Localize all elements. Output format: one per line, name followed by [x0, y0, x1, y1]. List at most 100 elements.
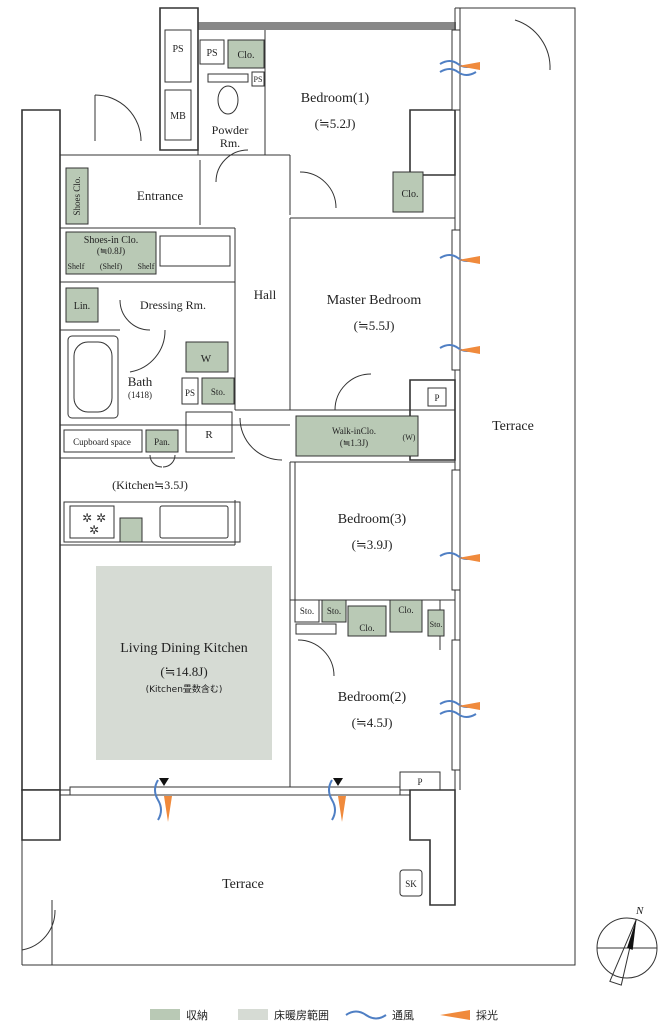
r-label: R [205, 429, 213, 441]
ldk-size: (≒14.8J) [160, 664, 207, 679]
master-bedroom-size: (≒5.5J) [354, 318, 395, 333]
fridge-space [185, 411, 233, 453]
bedroom2-closet [389, 599, 423, 633]
burner-icons: ✲ ✲ ✲ [82, 511, 106, 537]
lin-label: Lin. [74, 301, 90, 312]
compass-north-label: N [635, 905, 644, 917]
fixtures [63, 29, 447, 897]
storage-a-box [294, 599, 320, 623]
kitchen-counter [63, 501, 241, 543]
kitchen-counter-storage [119, 517, 143, 543]
airflow-light-markers [154, 60, 480, 822]
shoes-clo-label: Shoes Clo. [72, 176, 82, 215]
svg-text:✲: ✲ [82, 511, 92, 525]
bedroom1-name: Bedroom(1) [301, 91, 370, 106]
w-label: W [201, 353, 212, 365]
ps-small-box [199, 39, 225, 65]
legend-daylight-icon [440, 1010, 470, 1020]
cupboard-label: Cupboard space [73, 437, 131, 447]
floor-heating-area [96, 566, 272, 760]
toilet [217, 85, 239, 115]
p-bed2-label: P [417, 777, 422, 787]
ps-top-label: PS [172, 44, 183, 55]
ldk-note: (Kitchen畳数含む) [146, 683, 223, 695]
kitchen-sink [159, 505, 229, 539]
vanity [159, 235, 231, 267]
clo-b2-label: Clo. [398, 605, 413, 615]
sk-label: SK [405, 879, 417, 889]
legend-floor-swatch [238, 1009, 268, 1020]
dressing-name: Dressing Rm. [140, 298, 206, 312]
compass [596, 917, 658, 986]
cupboard-space [63, 429, 143, 453]
clo-bed1-side-label: Clo. [402, 189, 419, 200]
toilet-tank [207, 73, 249, 83]
bedroom1-side-closet [392, 171, 424, 213]
legend-floor-label: 床暖房範囲 [274, 1008, 329, 1022]
exterior-walls [21, 7, 461, 906]
washer-space [185, 341, 229, 373]
interior-walls [60, 30, 455, 790]
storage-b [321, 599, 347, 623]
sto-c-label: Sto. [430, 620, 443, 629]
terrace-bottom-name: Terrace [222, 877, 264, 892]
shoes-in-closet [65, 231, 157, 275]
legend-ventilation-label: 通風 [392, 1009, 414, 1022]
entrance-name: Entrance [137, 188, 183, 203]
bathtub [67, 335, 119, 419]
bath-storage [201, 377, 235, 405]
terrace-boundary [21, 7, 576, 966]
shelf-right-label: Shelf [138, 262, 155, 271]
mb-label: MB [170, 111, 186, 122]
shoes-in-size-label: (≒0.8J) [97, 246, 125, 256]
walkin-w-label: (W) [403, 433, 416, 442]
shelf-left-label: Shelf [68, 262, 85, 271]
legend-storage-label: 収納 [186, 1009, 208, 1022]
legend [150, 1009, 470, 1020]
svg-text:✲: ✲ [89, 523, 99, 537]
pantry [145, 429, 179, 453]
p-master-label: P [434, 393, 439, 403]
shelf-mid-label: (Shelf) [100, 262, 123, 271]
legend-storage-swatch [150, 1009, 180, 1020]
shoes-in-clo-label: Shoes-in Clo. [84, 235, 138, 246]
bathtub-inner [73, 341, 113, 413]
powder-line1: Powder [212, 123, 249, 137]
pan-label: Pan. [154, 437, 170, 447]
legend-daylight-label: 採光 [476, 1008, 498, 1022]
ps-small-label: PS [206, 48, 217, 59]
hall-name: Hall [254, 287, 277, 302]
bath-name: Bath [128, 374, 153, 389]
linen-closet [65, 287, 99, 323]
mb-box [164, 89, 192, 141]
storage-blocks [65, 39, 445, 637]
p-box-bed2 [399, 771, 441, 791]
p-box-master [427, 387, 447, 407]
walk-in-closet [295, 415, 419, 457]
clo-bed1-label: Clo. [238, 50, 255, 61]
ps-bath-box [181, 377, 199, 405]
doors [21, 19, 551, 951]
master-bedroom-name: Master Bedroom [327, 293, 422, 308]
sto-b-label: Sto. [327, 606, 341, 616]
bedroom3-closet [347, 605, 387, 637]
bedroom3-size: (≒3.9J) [352, 537, 393, 552]
bedroom2-name: Bedroom(2) [338, 690, 407, 705]
ps-bath-label: PS [185, 388, 195, 398]
top-rail [198, 22, 456, 30]
terrace-right-name: Terrace [492, 419, 534, 434]
radiator [295, 623, 337, 635]
powder-line2: Rm. [220, 136, 240, 150]
bedroom3-name: Bedroom(3) [338, 512, 407, 527]
sk-sink [399, 869, 423, 897]
kitchen-name: (Kitchen≒3.5J) [112, 478, 188, 492]
bedroom1-size: (≒5.2J) [315, 116, 356, 131]
walkin-label: Walk-inClo. [332, 426, 376, 436]
clo-b3-label: Clo. [359, 623, 374, 633]
sto-a-label: Sto. [300, 606, 314, 616]
ps-toilet-box [251, 71, 265, 87]
walkin-size-label: (≒1.3J) [340, 438, 368, 448]
bath-size: (1418) [128, 390, 152, 400]
ldk-name: Living Dining Kitchen [120, 641, 248, 656]
